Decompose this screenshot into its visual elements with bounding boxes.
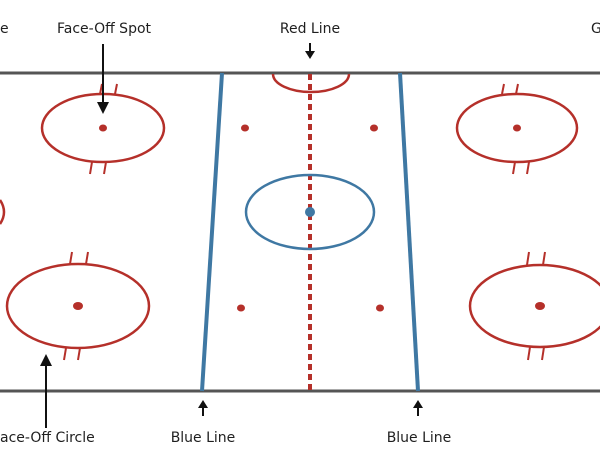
center-spot [305,207,315,217]
label-right-top: G [591,21,600,37]
center-circle [244,173,376,251]
label-face-off-circle: ace-Off Circle [0,430,95,446]
neutral-spot [241,124,249,132]
blue-line-left [200,72,224,392]
neutral-spot [376,304,384,312]
red-line-arrow [305,43,315,59]
label-left-top: e [0,21,9,37]
face-off-circle-bottom-right [468,251,600,361]
label-blue-line-right: Blue Line [387,430,452,446]
face-off-circle-arrow [40,354,52,428]
face-off-circle-top-right [455,83,579,175]
blue-line-left-arrow [198,400,208,416]
neutral-spot [237,304,245,312]
face-off-circle-bottom-left [5,251,151,361]
neutral-spot [370,124,378,132]
label-blue-line-left: Blue Line [171,430,236,446]
left-goal-crease-arc [0,199,6,225]
face-off-spot-arrow [97,44,109,114]
center-top-arc [271,73,351,94]
blue-line-right-arrow [413,400,423,416]
label-face-off-spot: Face-Off Spot [57,21,152,37]
blue-line-right [398,72,420,392]
label-red-line: Red Line [280,21,340,37]
